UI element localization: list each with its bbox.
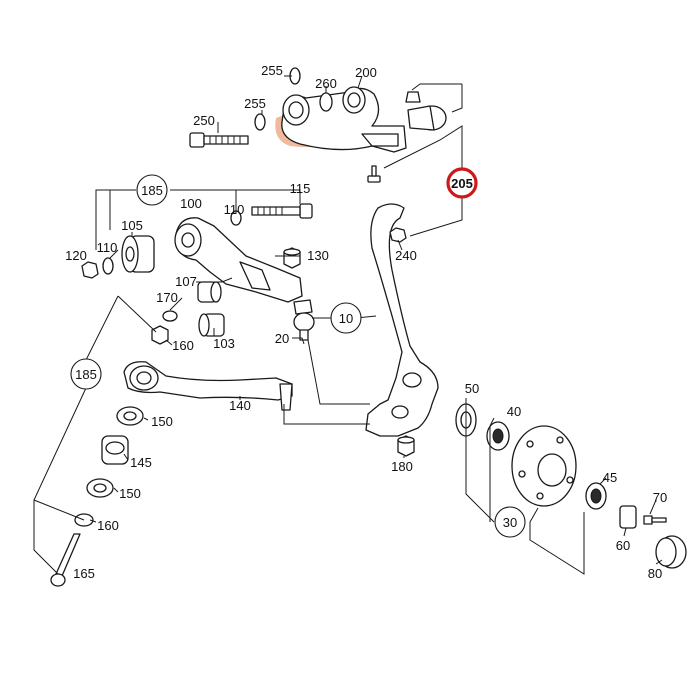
tension-strut[interactable] bbox=[123, 361, 293, 411]
washer-110-left[interactable] bbox=[102, 257, 114, 275]
label-255-left[interactable]: 255 bbox=[244, 96, 266, 111]
label-110-right[interactable]: 110 bbox=[224, 202, 245, 217]
nut-160-upper[interactable] bbox=[151, 325, 169, 345]
label-120[interactable]: 120 bbox=[65, 248, 87, 263]
wheel-hub[interactable] bbox=[511, 425, 577, 507]
label-260[interactable]: 260 bbox=[315, 76, 337, 91]
label-115[interactable]: 115 bbox=[290, 181, 311, 196]
label-110-left[interactable]: 110 bbox=[97, 240, 118, 255]
label-160-lower[interactable]: 160 bbox=[97, 518, 119, 533]
rubber-mount-150-lower[interactable] bbox=[86, 478, 114, 498]
label-160-upper[interactable]: 160 bbox=[172, 338, 194, 353]
label-70[interactable]: 70 bbox=[653, 490, 667, 505]
highlight-ring-205 bbox=[446, 167, 478, 199]
label-30[interactable]: 30 bbox=[503, 515, 517, 530]
ball-joint-20[interactable] bbox=[293, 299, 315, 341]
label-250[interactable]: 250 bbox=[193, 113, 215, 128]
label-103[interactable]: 103 bbox=[213, 336, 235, 351]
circle-10 bbox=[330, 302, 362, 334]
label-180[interactable]: 180 bbox=[391, 459, 413, 474]
circle-185-lower bbox=[70, 358, 102, 390]
label-45[interactable]: 45 bbox=[603, 470, 617, 485]
label-255-top[interactable]: 255 bbox=[261, 63, 283, 78]
upper-ball-joint[interactable] bbox=[405, 91, 447, 131]
label-80[interactable]: 80 bbox=[648, 566, 662, 581]
label-130[interactable]: 130 bbox=[307, 248, 329, 263]
upper-control-arm[interactable] bbox=[281, 86, 407, 153]
label-10[interactable]: 10 bbox=[339, 311, 353, 326]
label-170[interactable]: 170 bbox=[156, 290, 178, 305]
label-165[interactable]: 165 bbox=[73, 566, 95, 581]
washer-170[interactable] bbox=[162, 310, 178, 322]
bearing-40[interactable] bbox=[486, 421, 510, 451]
bushing-103[interactable] bbox=[198, 313, 225, 337]
label-140[interactable]: 140 bbox=[229, 398, 251, 413]
part-labels: 255 260 200 255 250 205 185 115 100 110 … bbox=[65, 63, 667, 581]
circle-185-top bbox=[136, 174, 168, 206]
bushing-105[interactable] bbox=[121, 235, 155, 273]
screw-70[interactable] bbox=[643, 515, 667, 525]
leader-lines bbox=[33, 75, 663, 575]
bolt-165[interactable] bbox=[50, 533, 81, 587]
label-240[interactable]: 240 bbox=[395, 248, 417, 263]
label-185-lower[interactable]: 185 bbox=[75, 367, 97, 382]
label-185-top[interactable]: 185 bbox=[141, 183, 163, 198]
lower-control-arm[interactable] bbox=[174, 217, 303, 303]
label-107[interactable]: 107 bbox=[175, 274, 197, 289]
nut-130[interactable] bbox=[283, 247, 301, 269]
label-100[interactable]: 100 bbox=[180, 196, 202, 211]
label-105[interactable]: 105 bbox=[121, 218, 143, 233]
label-40[interactable]: 40 bbox=[507, 404, 521, 419]
label-205[interactable]: 205 bbox=[451, 176, 473, 191]
label-20[interactable]: 20 bbox=[275, 331, 289, 346]
nut-180[interactable] bbox=[397, 435, 415, 457]
screw-upper-arm[interactable] bbox=[367, 165, 381, 183]
bearing-45[interactable] bbox=[585, 482, 607, 510]
rubber-mount-150-upper[interactable] bbox=[116, 406, 144, 426]
bolt-115[interactable] bbox=[251, 203, 313, 219]
nut-240[interactable] bbox=[389, 227, 407, 243]
circle-30 bbox=[494, 506, 526, 538]
label-60[interactable]: 60 bbox=[616, 538, 630, 553]
label-200[interactable]: 200 bbox=[355, 65, 377, 80]
washer-260[interactable] bbox=[319, 92, 333, 112]
washer-255-left[interactable] bbox=[254, 113, 266, 131]
bushing-107[interactable] bbox=[197, 281, 222, 303]
nut-120[interactable] bbox=[81, 261, 99, 279]
bushing-145[interactable] bbox=[101, 435, 129, 465]
label-145[interactable]: 145 bbox=[130, 455, 152, 470]
steering-knuckle[interactable] bbox=[365, 203, 439, 437]
bolt-250[interactable] bbox=[189, 132, 249, 148]
label-50[interactable]: 50 bbox=[465, 381, 479, 396]
label-150-lower[interactable]: 150 bbox=[119, 486, 141, 501]
grease-cap-80[interactable] bbox=[655, 535, 687, 569]
label-150-upper[interactable]: 150 bbox=[151, 414, 173, 429]
clamp-nut-60[interactable] bbox=[619, 505, 637, 529]
